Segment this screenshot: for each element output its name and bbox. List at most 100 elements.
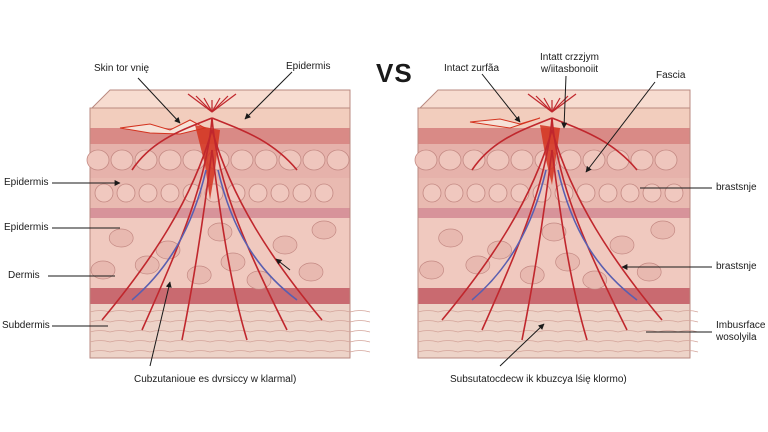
label-intact-2-line2: w/iitasbonoiit [540, 64, 599, 75]
cell [158, 149, 182, 171]
subdermis-fiber [89, 340, 371, 343]
surface-capillary [527, 93, 553, 113]
artery [551, 117, 638, 171]
artery [211, 149, 248, 341]
vein [217, 169, 298, 301]
caption-left: Cubzutanioue es dvrsiccy w klarmal) [134, 374, 297, 385]
cell [582, 149, 606, 171]
label-fascia: Fascia [656, 70, 686, 81]
cell [292, 183, 312, 203]
artery [551, 129, 663, 321]
dermis-cell [90, 260, 116, 280]
cell [510, 149, 534, 171]
label-epidermis-top: Epidermis [286, 61, 331, 72]
subdermis-fiber [89, 320, 371, 323]
caption-right: Subsutatocdecw ik kbuzcya lśię klormo) [450, 374, 627, 385]
vein [557, 169, 638, 301]
right-skin-block [414, 89, 699, 359]
vein [471, 169, 547, 301]
dermis-cell [541, 222, 567, 242]
dermis-cell [186, 265, 212, 285]
cell [248, 183, 268, 203]
vein [131, 169, 207, 301]
cell [462, 149, 486, 171]
label-skin-tearing: Skin tor vnię [94, 63, 150, 74]
cell [160, 183, 180, 203]
cell [314, 183, 334, 203]
cell [488, 183, 508, 203]
cell [422, 183, 442, 203]
artery [441, 129, 553, 321]
leader-left-inner [275, 258, 291, 271]
leader-intact-2 [561, 75, 568, 129]
artery [521, 149, 553, 341]
cell [134, 149, 158, 171]
subdermis-fiber [417, 320, 699, 323]
label-right-3-line2: wosolyila [716, 332, 757, 343]
right-vessels [441, 93, 663, 341]
label-epidermis-2: Epidermis [4, 222, 49, 233]
vs-label: VS [376, 58, 413, 88]
leader-caption-right [499, 323, 545, 367]
surface-capillary [551, 93, 577, 113]
artery [211, 129, 323, 321]
subdermis-fiber [89, 330, 371, 333]
left-wound-core [195, 125, 220, 200]
cell [110, 149, 134, 171]
cell [486, 149, 510, 171]
dermis-cell [108, 228, 134, 248]
cell [116, 183, 136, 203]
label-intact-2: Intatt crzzjym w/iitasbonoiit [540, 52, 599, 76]
right-wound-tear [469, 117, 541, 129]
dermis-cell [438, 228, 463, 248]
surface-capillary [535, 95, 553, 113]
artery [211, 117, 298, 171]
label-right-3: Imbusrface wosolyila [716, 320, 765, 344]
label-right-2: brastsnje [716, 261, 757, 272]
cell [414, 149, 438, 171]
cell [94, 183, 114, 203]
surface-capillary [203, 97, 213, 113]
left-epidermis-band [90, 128, 350, 144]
left-skin-block [86, 89, 371, 359]
label-subdermis: Subdermis [2, 320, 50, 331]
cell [630, 149, 654, 171]
cell [302, 149, 326, 171]
artery [551, 149, 588, 341]
left-block-outline [89, 107, 351, 359]
subdermis-fiber [89, 310, 371, 313]
leader-skin-tearing [137, 77, 181, 124]
cell [86, 149, 110, 171]
left-muscle-stripe [90, 288, 350, 304]
leader-intact-surface [481, 73, 521, 123]
surface-capillary [543, 97, 553, 113]
dermis-cell [465, 255, 491, 275]
leader-caption-left [149, 281, 172, 367]
cell [664, 183, 684, 203]
dermis-cell [272, 235, 298, 255]
right-membrane-band [418, 208, 690, 218]
label-dermis: Dermis [8, 270, 40, 281]
surface-capillary [187, 93, 213, 113]
label-right-3-line1: Imbusrface [716, 320, 766, 331]
label-intact-2-line1: Intatt crzzjym [540, 52, 599, 63]
right-leader-lines [481, 73, 712, 367]
cell [606, 149, 630, 171]
subdermis-fiber [417, 330, 699, 333]
artery [471, 117, 553, 171]
subdermis-fiber [89, 350, 371, 353]
left-vessels [101, 93, 323, 341]
cell [510, 183, 530, 203]
cell [444, 183, 464, 203]
dermis-cell [298, 262, 324, 282]
right-muscle-stripe [418, 288, 690, 304]
cell [598, 183, 618, 203]
left-skin-surface [90, 108, 350, 128]
dermis-cell [207, 222, 233, 242]
dermis-cell [419, 260, 444, 280]
cell [654, 149, 678, 171]
cell [466, 183, 486, 203]
artery [101, 129, 213, 321]
artery [181, 149, 213, 341]
